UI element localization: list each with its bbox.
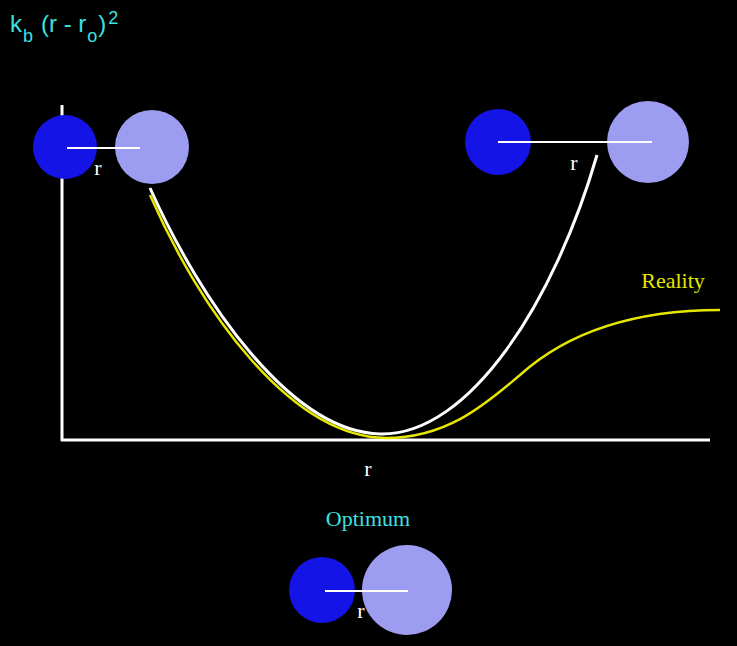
bond-length-line — [325, 590, 408, 592]
optimum-label: Optimum — [326, 508, 410, 530]
formula-part: ) — [98, 12, 106, 36]
bond-length-label: r — [570, 152, 577, 174]
formula-part: o — [87, 27, 97, 45]
curve-label: Reality — [641, 270, 705, 292]
formula-part: k — [10, 12, 22, 36]
axis-label: r — [364, 458, 371, 480]
formula-part: b — [23, 27, 33, 45]
bond-length-label: r — [357, 600, 364, 622]
formula-part: 2 — [108, 9, 118, 27]
harmonic-curve — [150, 155, 597, 434]
bond-length-line — [67, 147, 140, 149]
bond-length-line — [498, 141, 652, 143]
formula-part: (r - r — [41, 12, 86, 36]
morse-curve — [150, 195, 720, 438]
bond-length-label: r — [94, 157, 101, 179]
